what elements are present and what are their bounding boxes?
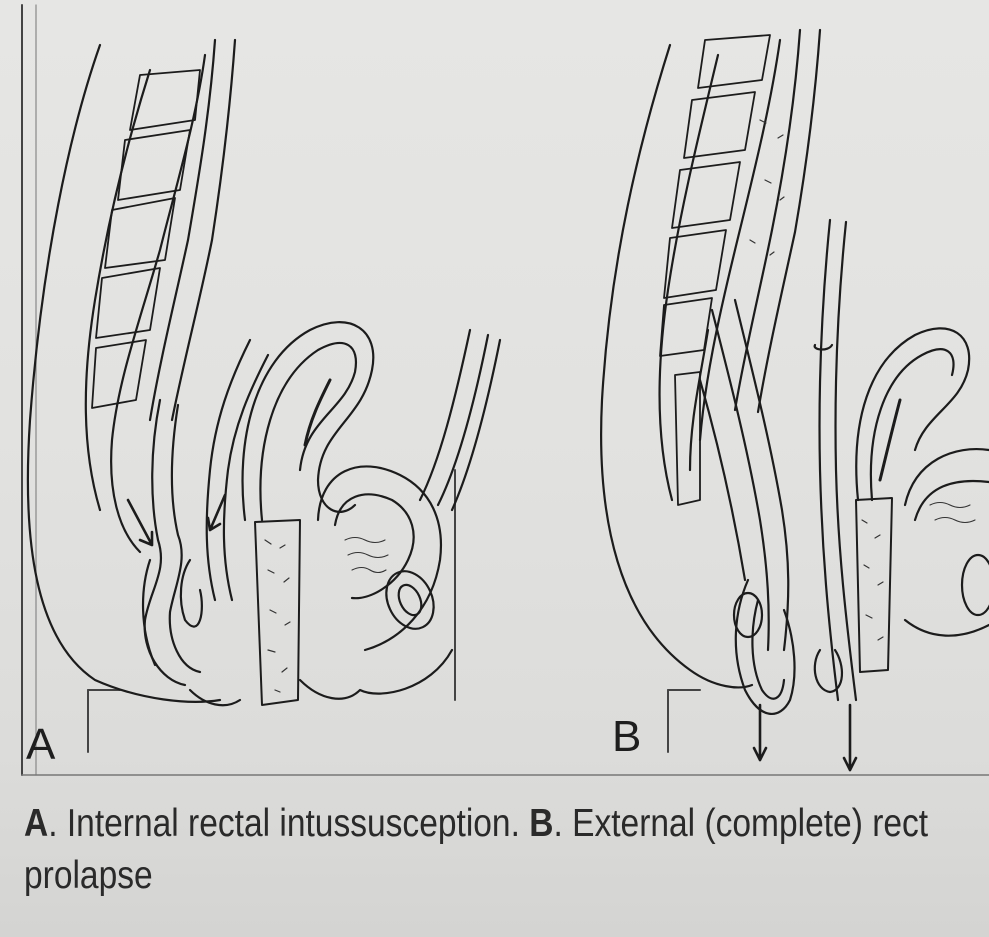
caption-marker-a: A — [24, 802, 48, 845]
panel-b-bladder — [856, 328, 969, 500]
panel-a-stipple — [265, 540, 290, 692]
panel-a-intussusception — [181, 560, 202, 627]
panel-b-perineal-body — [856, 498, 892, 672]
panel-b-diagram — [601, 30, 989, 770]
caption-marker-b: B — [529, 802, 553, 845]
panel-a-uterus-texture — [345, 538, 388, 573]
figure-caption: A. Internal rectal intussusception. B. E… — [24, 798, 850, 902]
panel-a-sacrum-anterior — [111, 55, 205, 552]
panel-a-arrow-1 — [128, 500, 152, 545]
panel-b-vertebrae — [660, 35, 770, 356]
panel-a-diagram — [28, 40, 500, 705]
panel-a-arrow-2 — [208, 495, 225, 530]
panel-b-arrow-2 — [844, 705, 856, 770]
panel-label-b: B — [612, 712, 641, 762]
panel-a-vertebrae — [92, 70, 200, 408]
panel-a-sacrum-posterior — [86, 70, 150, 510]
panel-a-perineal-body — [255, 520, 300, 705]
panel-b-uterus — [905, 449, 989, 505]
panel-b-body-outline — [601, 45, 752, 687]
panel-label-a: A — [26, 720, 55, 770]
figure-frame — [22, 5, 989, 775]
caption-line-1: A. Internal rectal intussusception. B. E… — [24, 798, 850, 850]
caption-text-a: . Internal rectal intussusception. — [48, 802, 529, 845]
caption-line-2: prolapse — [24, 850, 850, 902]
caption-text-b: . External (complete) rect — [553, 802, 928, 845]
panel-a-pubic-bone — [377, 564, 442, 637]
